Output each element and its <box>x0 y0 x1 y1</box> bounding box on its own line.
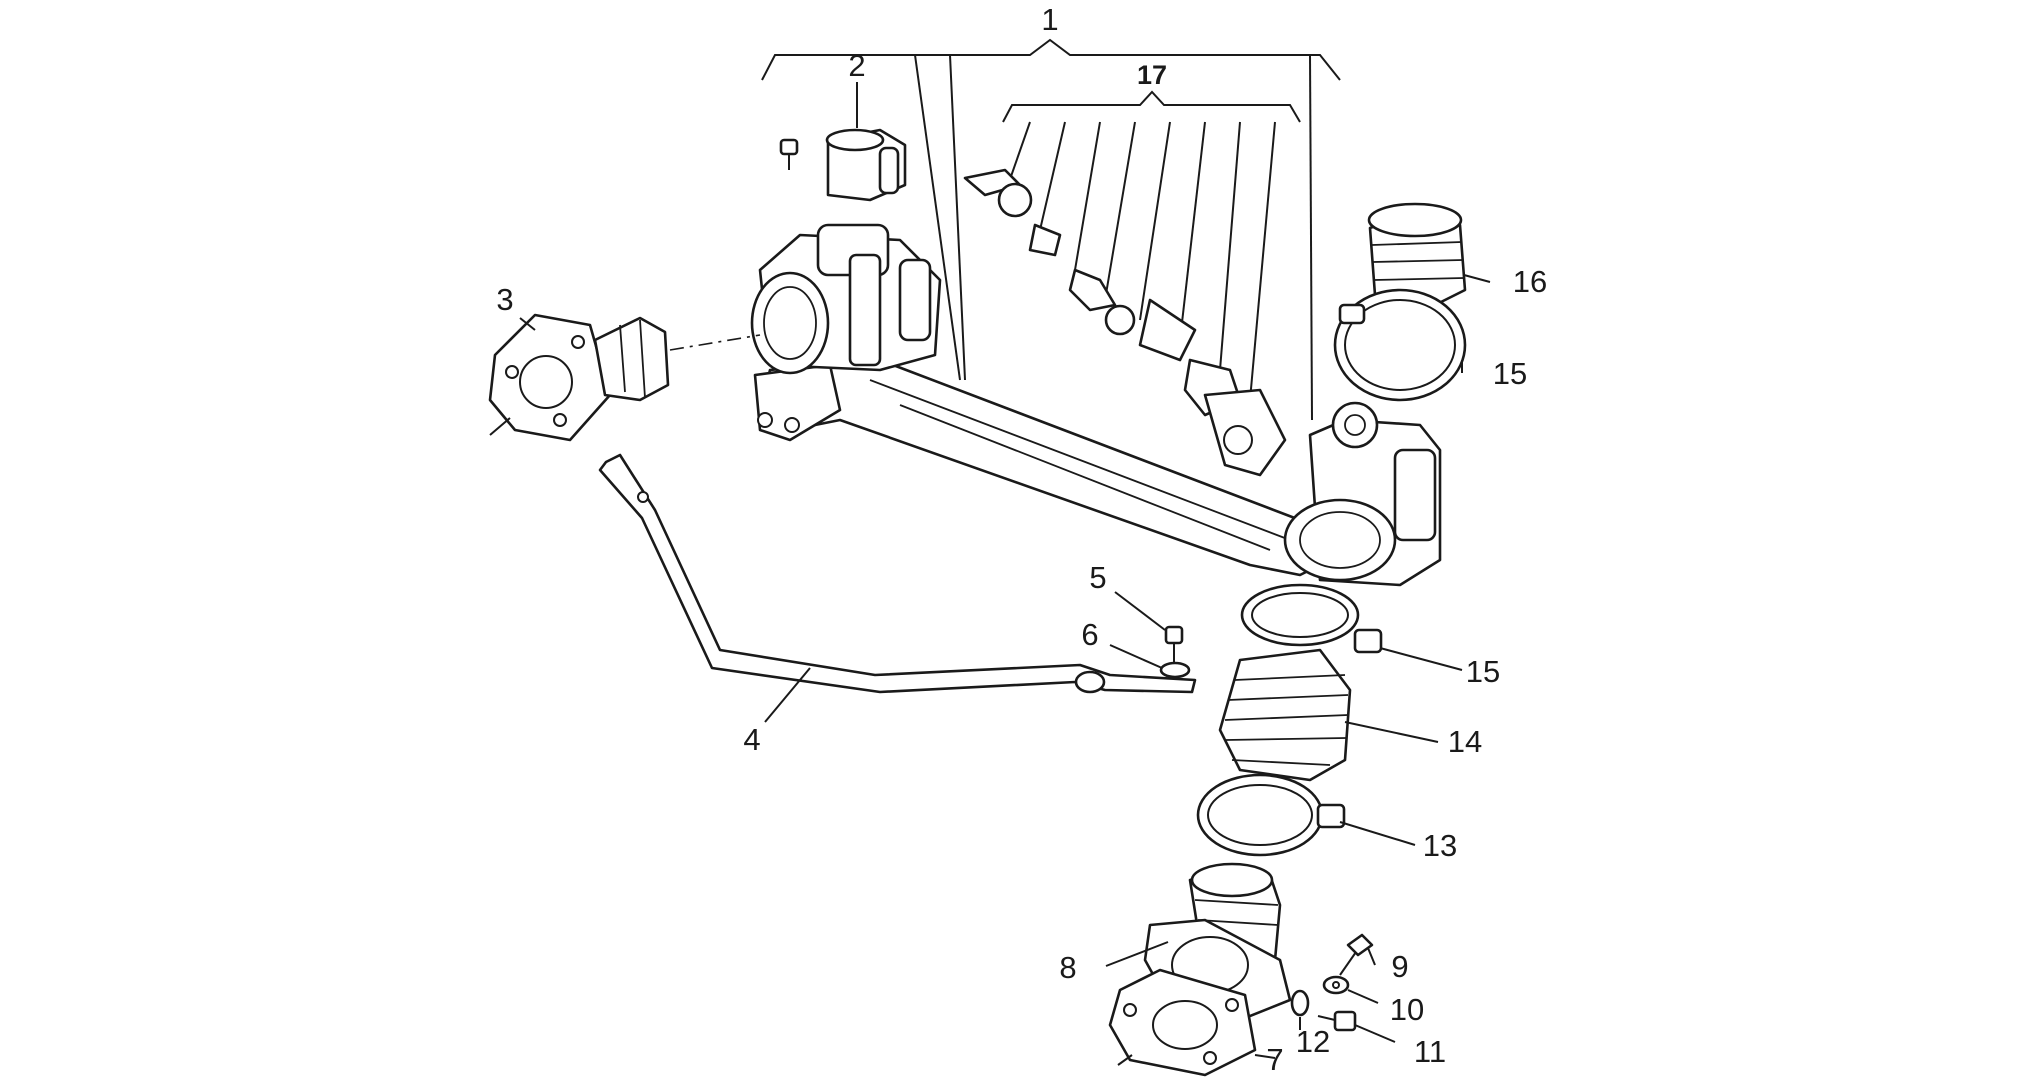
part-14-hose <box>1218 648 1352 782</box>
part-15-lower-clamp <box>1240 583 1383 654</box>
part-15-upper-clamp <box>1333 288 1467 402</box>
sensor-kit-parts <box>963 168 1287 477</box>
part-10-washer <box>1322 975 1350 995</box>
part-4-support-rod <box>598 453 1197 694</box>
callout-1: 1 <box>1041 2 1058 37</box>
callout-9: 9 <box>1391 949 1408 984</box>
intake-manifold-body <box>753 358 1332 577</box>
leader-lines <box>489 82 1491 1066</box>
part-2-cap <box>825 128 907 202</box>
kit-bracket-17 <box>1002 90 1301 401</box>
assembly-bracket-1 <box>761 38 1341 421</box>
part-13-clamp <box>1196 773 1346 857</box>
part-12-washer <box>1290 989 1310 1017</box>
right-throttle-body <box>1283 401 1442 587</box>
callout-6: 6 <box>1081 617 1098 652</box>
part-5-bolt <box>1164 625 1184 662</box>
left-throttle-body <box>750 223 942 375</box>
part-9-bolt <box>1339 933 1374 976</box>
callout-11: 11 <box>1414 1034 1446 1069</box>
callout-4: 4 <box>743 722 760 757</box>
part-7-gasket-flange <box>1108 968 1257 1077</box>
callout-10: 10 <box>1390 992 1424 1027</box>
callout-labels: 1 2 17 3 16 15 5 6 15 4 14 13 8 9 10 12 … <box>496 2 1547 1077</box>
callout-7: 7 <box>1266 1042 1283 1077</box>
callout-15-upper: 15 <box>1493 356 1527 391</box>
callout-13: 13 <box>1423 828 1457 863</box>
callout-17: 17 <box>1137 60 1167 90</box>
callout-14: 14 <box>1448 724 1482 759</box>
part-6-washer <box>1159 661 1191 679</box>
callout-15-lower: 15 <box>1466 654 1500 689</box>
part-3-flange-bellows <box>488 313 761 442</box>
small-screw-top-left <box>779 138 799 170</box>
callout-8: 8 <box>1059 950 1076 985</box>
callout-16: 16 <box>1513 264 1547 299</box>
callout-3: 3 <box>496 282 513 317</box>
callout-12: 12 <box>1296 1024 1330 1059</box>
callout-2: 2 <box>848 48 865 83</box>
part-11-bolt <box>1317 1010 1357 1032</box>
callout-5: 5 <box>1089 560 1106 595</box>
